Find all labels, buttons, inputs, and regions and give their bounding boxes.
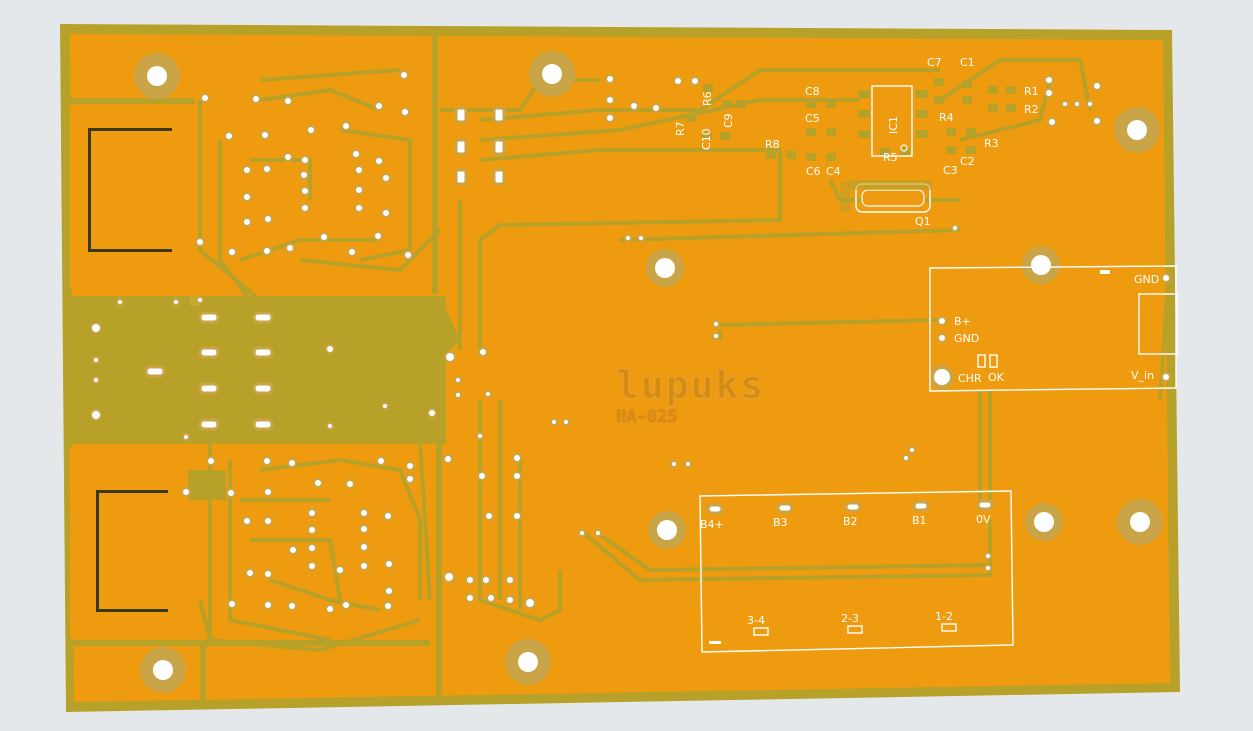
chr-led-left [977,354,986,368]
label-bms-b1: B1 [912,514,927,527]
label-bms-b3: B3 [773,516,788,529]
label-r8: R8 [765,138,780,151]
charger-labels: GND B+ GND CHR OK V_in [954,273,1159,385]
label-charger-gnd-left: GND [954,332,979,345]
model-text: HA-025 [616,407,677,427]
q1-body [861,189,925,207]
oval-pads [144,311,274,431]
label-bms-bal-12: 1-2 [935,610,953,623]
label-r5: R5 [883,151,898,164]
charger-pads [937,273,1171,382]
label-c6: C6 [806,165,821,178]
label-bms-b4plus: B4+ [700,518,724,531]
label-charger-vin: V_in [1131,369,1154,382]
charger-usb-outline [1138,293,1178,355]
label-c4: C4 [826,165,841,178]
label-c9: C9 [722,113,735,128]
label-c5: C5 [805,112,820,125]
label-charger-gnd-top: GND [1134,273,1159,286]
bms-balance-pads [753,623,957,636]
label-c7: C7 [927,56,942,69]
ok-led-right [989,354,998,368]
bms-module-outline [699,490,1014,653]
label-c2: C2 [960,155,975,168]
label-bms-bal-23: 2-3 [841,612,859,625]
connector-pads [88,128,172,612]
label-r2: R2 [1024,103,1039,116]
component-labels: IC1 Q1 C7 C1 C8 C5 C6 C4 C3 C2 R1 R2 R4 … [674,56,1039,228]
brand-logo: lupuks HA-025 [616,363,765,428]
ic1-pin1-marker [900,144,908,152]
square-pads [454,106,506,186]
label-c8: C8 [805,85,820,98]
ic1-outline [871,85,913,157]
label-r7: R7 [674,121,687,136]
label-r1: R1 [1024,85,1039,98]
label-r6: R6 [701,91,714,106]
label-charger-b-plus: B+ [954,315,971,328]
label-c1: C1 [960,56,975,69]
charger-module-outline [929,265,1177,392]
label-bms-bal-34: 3-4 [747,614,765,627]
label-r4: R4 [939,111,954,124]
label-charger-ok: OK [988,371,1005,384]
label-q1: Q1 [915,215,931,228]
label-bms-0v: 0V [976,513,991,526]
bms-pads [706,499,994,515]
smd-pads [686,78,1016,161]
track-lines [198,58,1172,653]
bms-labels: B4+ B3 B2 B1 0V 3-4 2-3 1-2 [700,513,991,627]
vias [90,70,1102,614]
label-c3: C3 [943,164,958,177]
label-r3: R3 [984,137,999,150]
mounting-holes [134,51,1163,693]
label-charger-chr: CHR [958,372,982,385]
label-c10: C10 [700,128,713,150]
label-ic1: IC1 [887,116,900,134]
label-bms-b2: B2 [843,515,858,528]
brand-text: lupuks [616,363,765,407]
